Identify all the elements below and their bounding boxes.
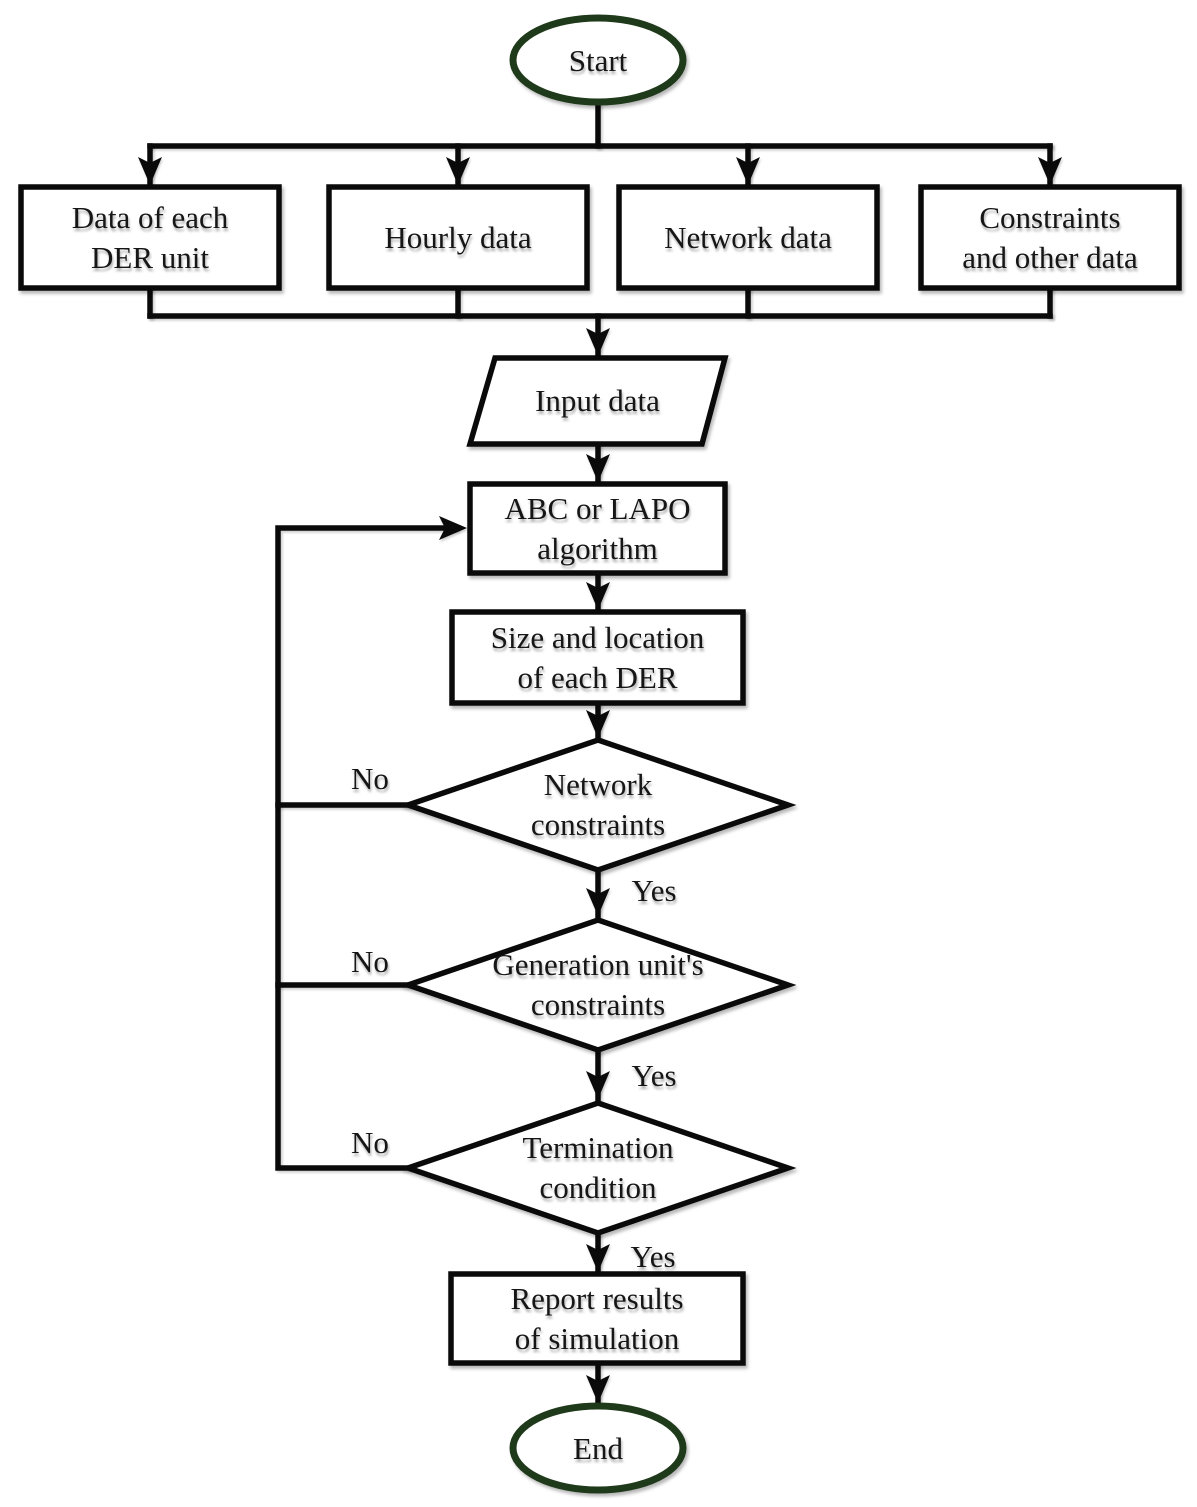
input-data-parallelogram bbox=[466, 355, 729, 447]
arrowhead-branch-1 bbox=[138, 157, 162, 185]
arrowhead-to-input bbox=[586, 328, 610, 356]
report-results-box bbox=[448, 1271, 746, 1366]
der-data-box bbox=[18, 184, 282, 291]
arrowhead-to-size bbox=[586, 582, 610, 610]
arrowhead-to-network bbox=[586, 710, 610, 738]
start-terminator bbox=[509, 14, 687, 106]
arrowhead-branch-3 bbox=[736, 157, 760, 185]
arrowhead-to-algorithm bbox=[586, 454, 610, 482]
termination-condition-diamond bbox=[399, 1100, 797, 1236]
arrowhead-loop-to-algorithm bbox=[439, 516, 467, 540]
network-constraints-diamond bbox=[399, 737, 797, 873]
hourly-data-box bbox=[326, 184, 590, 291]
generation-constraints-diamond bbox=[399, 917, 797, 1053]
network-data-box bbox=[616, 184, 880, 291]
constraints-data-box bbox=[918, 184, 1182, 291]
size-location-box bbox=[449, 609, 746, 706]
algorithm-box bbox=[467, 481, 728, 576]
edge-loop-back bbox=[275, 525, 458, 1171]
arrowhead-to-generation bbox=[586, 888, 610, 916]
arrowhead-to-termination bbox=[586, 1071, 610, 1099]
arrowhead-to-report bbox=[586, 1244, 610, 1272]
end-terminator bbox=[509, 1402, 687, 1494]
arrowhead-branch-4 bbox=[1038, 157, 1062, 185]
arrowhead-to-end bbox=[586, 1375, 610, 1403]
arrowhead-branch-2 bbox=[446, 157, 470, 185]
